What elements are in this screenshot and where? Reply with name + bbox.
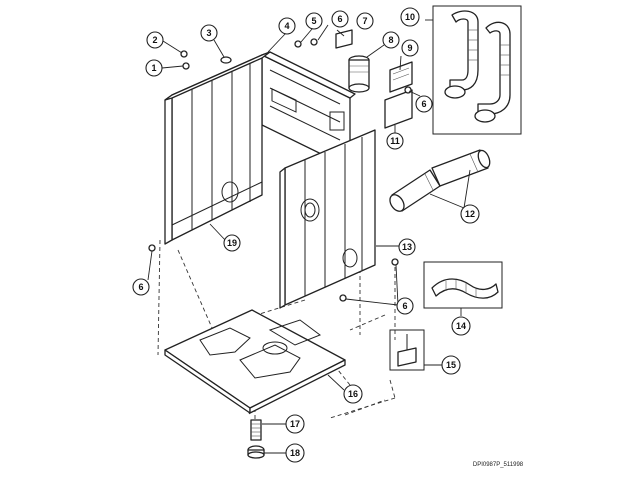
front-panel [279,129,376,309]
left-side-panel [164,54,263,245]
callout-15: 15 [441,355,461,375]
callout-1: 1 [145,59,163,77]
callout-16: 16 [343,384,363,404]
callout-5: 5 [305,12,323,30]
rubber-foot [247,445,265,459]
callout-6-top: 6 [331,10,349,28]
callout-8: 8 [382,31,400,49]
leader-lines [147,19,471,454]
svg-text:6: 6 [421,99,426,109]
callout-13: 13 [398,238,416,256]
svg-text:16: 16 [348,389,358,399]
callout-6-left: 6 [132,278,150,296]
callout-2: 2 [146,31,164,49]
callout-12: 12 [460,204,480,224]
svg-text:10: 10 [405,12,415,22]
callout-14: 14 [451,316,471,336]
svg-text:9: 9 [407,43,412,53]
bracket-9 [389,61,413,93]
svg-text:8: 8 [388,35,393,45]
svg-text:18: 18 [290,448,300,458]
svg-text:15: 15 [446,360,456,370]
callout-7: 7 [356,12,374,30]
svg-text:6: 6 [138,282,143,292]
svg-text:7: 7 [362,16,367,26]
svg-text:5: 5 [311,16,316,26]
svg-text:6: 6 [402,301,407,311]
exhaust-hose-kit [432,5,522,135]
svg-text:4: 4 [284,21,289,31]
callout-18: 18 [285,443,305,463]
bracket-7 [335,29,353,49]
svg-text:14: 14 [456,321,466,331]
callout-3: 3 [200,24,218,42]
duct-tubes [389,149,491,212]
svg-text:2: 2 [152,35,157,45]
leveling-leg [250,419,262,441]
screws [148,38,412,302]
callout-9: 9 [401,39,419,57]
drawing-code: DPI0987P_511998 [473,462,524,468]
svg-text:17: 17 [290,419,300,429]
cover-plate-11 [384,89,413,129]
duct-collar [348,55,370,93]
rear-panel [261,51,356,169]
svg-text:6: 6 [337,14,342,24]
terminal-block-kit [389,329,425,371]
svg-text:11: 11 [390,136,400,146]
callout-11: 11 [386,132,404,150]
callout-6-right: 6 [415,95,433,113]
base-pan [164,309,346,414]
callout-10: 10 [400,7,420,27]
callout-4: 4 [278,17,296,35]
svg-text:13: 13 [402,242,412,252]
callout-17: 17 [285,414,305,434]
svg-text:19: 19 [227,238,237,248]
flex-duct-kit [423,261,503,309]
svg-text:1: 1 [151,63,156,73]
svg-text:12: 12 [465,209,475,219]
callout-6-front: 6 [396,297,414,315]
svg-text:3: 3 [206,28,211,38]
callout-19: 19 [223,234,241,252]
top-rail [164,51,271,101]
